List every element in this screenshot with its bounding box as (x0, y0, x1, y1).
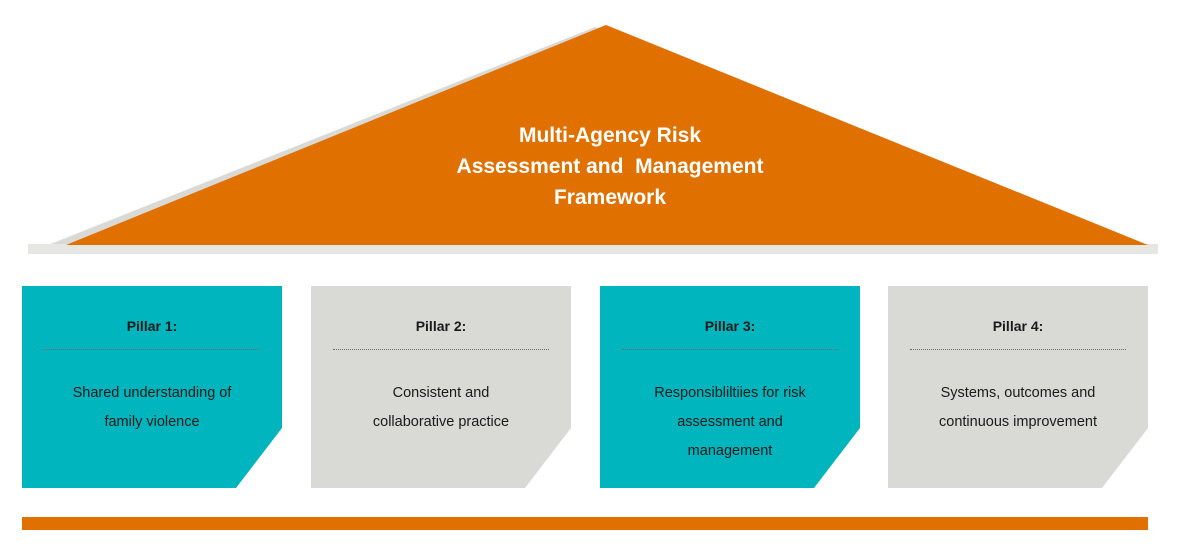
roof-triangle (66, 25, 1148, 245)
pillar-4-line-1: Systems, outcomes and (940, 385, 1096, 401)
pillar-3-description: Responsibliltiies for risk assessment an… (620, 379, 840, 466)
pillar-3-line-3: management (687, 443, 773, 459)
pillar-4: Pillar 4: Systems, outcomes and continuo… (888, 286, 1148, 488)
pillar-3-shape (600, 286, 860, 488)
pillar-3-label: Pillar 3: (704, 318, 756, 334)
roof-base-strip (28, 244, 1158, 254)
foundation-bar (22, 517, 1148, 530)
pillar-2: Pillar 2: Consistent and collaborative p… (311, 286, 571, 488)
roof-title-line-2: Assessment and Management (456, 155, 764, 178)
pillar-3-divider (622, 349, 838, 350)
pillar-3-line-2: assessment and (677, 414, 783, 430)
pillar-1-shape (22, 286, 282, 488)
pillar-2-line-2: collaborative practice (372, 414, 510, 430)
pillar-4-shape (888, 286, 1148, 488)
pillar-4-label: Pillar 4: (992, 318, 1044, 334)
pillar-1-line-1: Shared understanding of (72, 385, 232, 401)
pillar-2-line-1: Consistent and (392, 385, 490, 401)
pillar-4-line-2: continuous improvement (939, 414, 1097, 430)
roof-title: Multi-Agency Risk Assessment and Managem… (380, 120, 840, 213)
pillar-1-label: Pillar 1: (126, 318, 178, 334)
pillar-1-description: Shared understanding of family violence (42, 379, 262, 437)
pillar-2-shape (311, 286, 571, 488)
pillar-4-description: Systems, outcomes and continuous improve… (908, 379, 1128, 437)
pillar-1: Pillar 1: Shared understanding of family… (22, 286, 282, 488)
pillar-1-line-2: family violence (104, 414, 200, 430)
pillar-1-divider (44, 349, 260, 350)
pillar-3: Pillar 3: Responsibliltiies for risk ass… (600, 286, 860, 488)
pillar-2-description: Consistent and collaborative practice (331, 379, 551, 437)
roof-title-line-1: Multi-Agency Risk (518, 124, 702, 147)
roof-title-line-3: Framework (553, 186, 667, 209)
pillar-2-label: Pillar 2: (415, 318, 467, 334)
pillar-2-divider (333, 349, 549, 350)
pillar-3-line-1: Responsibliltiies for risk (654, 385, 806, 401)
pillar-4-divider (910, 349, 1126, 350)
